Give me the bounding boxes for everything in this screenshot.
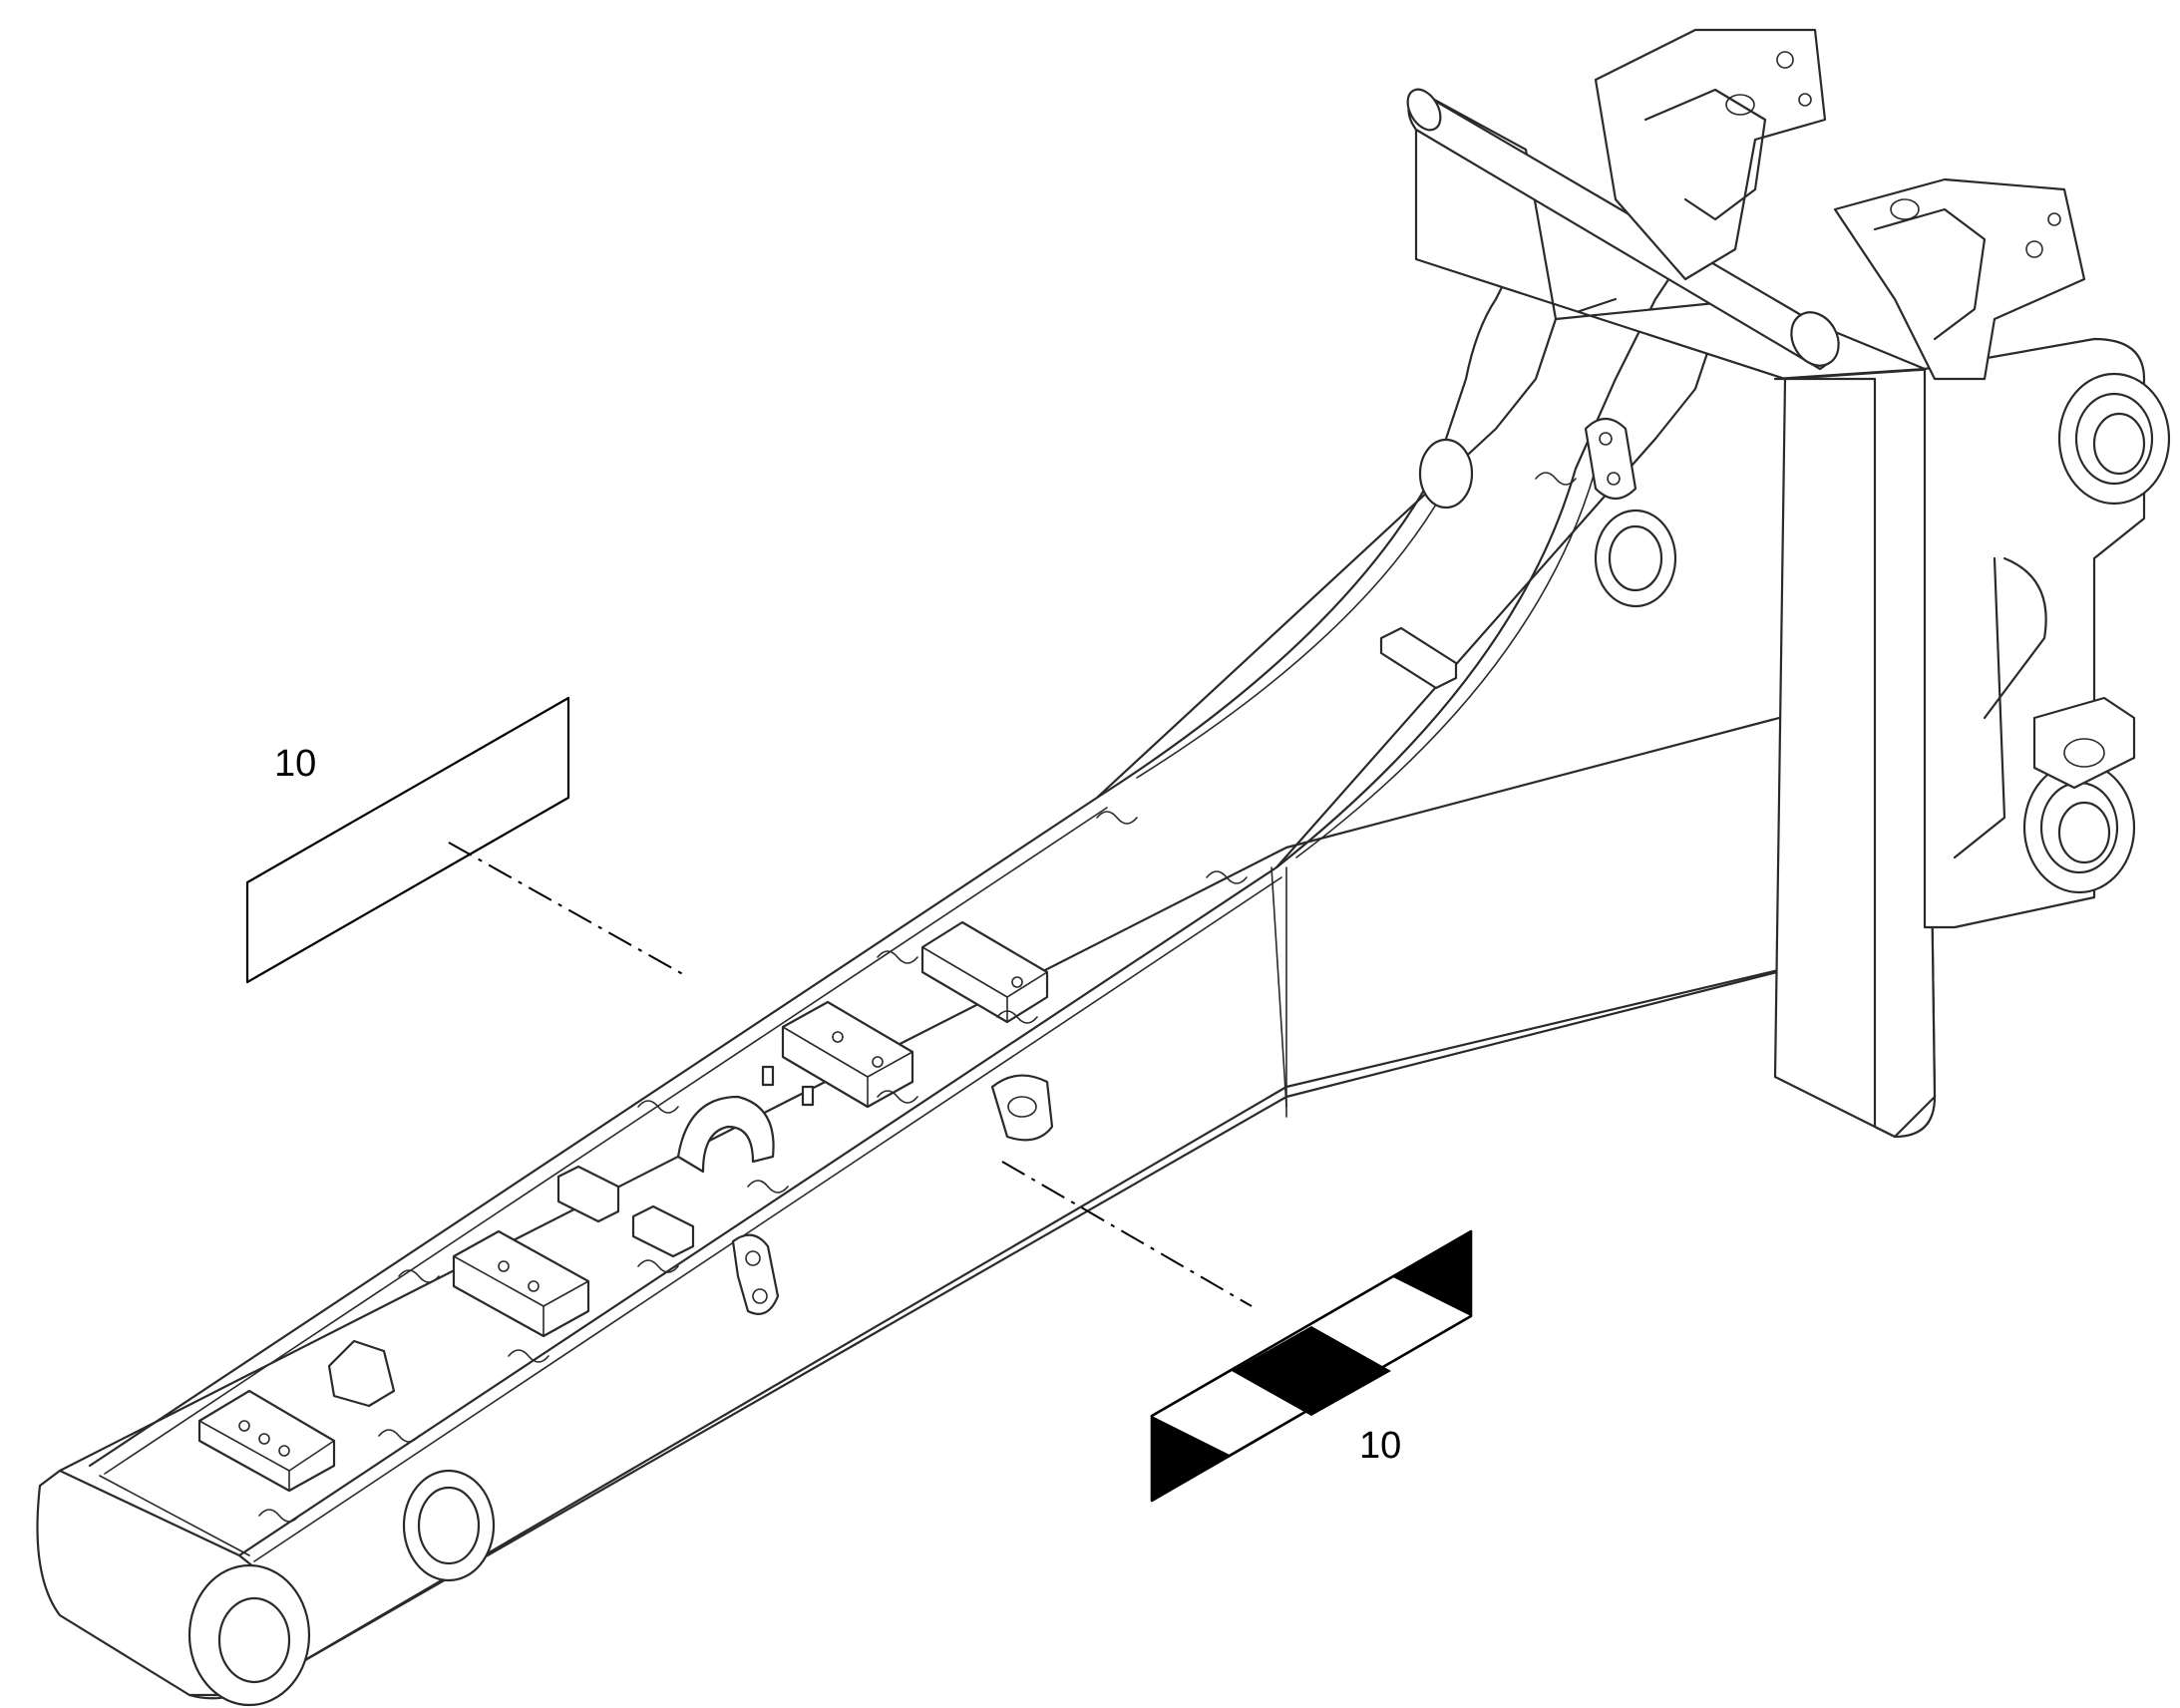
callout-label-striped: 10 xyxy=(1359,1425,1401,1467)
decal-striped-shape xyxy=(1001,1161,1473,1503)
leader-line-plain xyxy=(448,842,689,978)
boom-arm-drawing xyxy=(36,28,2171,1707)
leader-line-striped xyxy=(1001,1161,1253,1307)
callout-label-plain: 10 xyxy=(274,743,316,785)
decal-plain-shape xyxy=(245,696,689,984)
